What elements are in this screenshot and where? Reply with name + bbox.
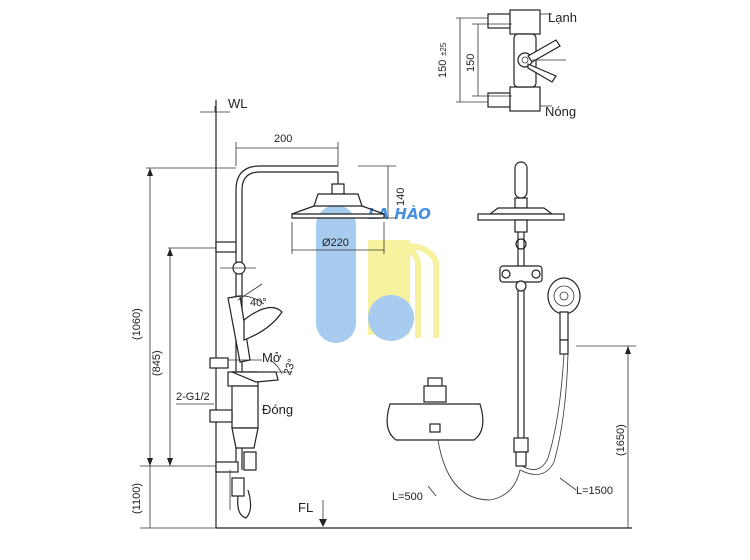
dim-hose-right: L=1500 [576, 485, 613, 497]
shower-side-view [209, 165, 385, 519]
label-closed: Đóng [262, 402, 293, 417]
label-cold: Lạnh [548, 10, 577, 25]
dim-total-height: (1060) [131, 308, 143, 340]
dim-head-diameter: Ø220 [322, 237, 349, 249]
left-dimension-lines [140, 167, 236, 529]
label-wall-line: WL [228, 96, 248, 111]
dim-handle-angle: 40° [250, 297, 267, 309]
dim-center-distance: 150 [465, 54, 477, 72]
dim-head-height: 140 [395, 188, 407, 206]
shower-front-view [386, 161, 581, 501]
label-hot: Nóng [545, 104, 576, 119]
dim-bar-height: (845) [151, 350, 163, 376]
dim-center-distance-tol: 150 [437, 60, 449, 78]
label-open: Mở [262, 350, 282, 365]
wall-floor-lines [200, 100, 632, 529]
head-dimension-lines [235, 142, 396, 254]
valve-detail [456, 9, 566, 112]
dim-tolerance: ±25 [439, 42, 448, 56]
label-floor-line: FL [298, 500, 313, 515]
right-dimension-lines [427, 345, 636, 528]
dim-floor-height: (1100) [131, 483, 143, 514]
watermark-logo: LA HÀO [316, 204, 439, 343]
dim-side-height: (1650) [615, 424, 627, 456]
dim-hose-left: L=500 [392, 491, 423, 503]
dim-arm-length: 200 [274, 133, 292, 145]
label-inlet: 2-G1/2 [176, 391, 210, 403]
dim-lever-angle: 23° [282, 357, 299, 377]
